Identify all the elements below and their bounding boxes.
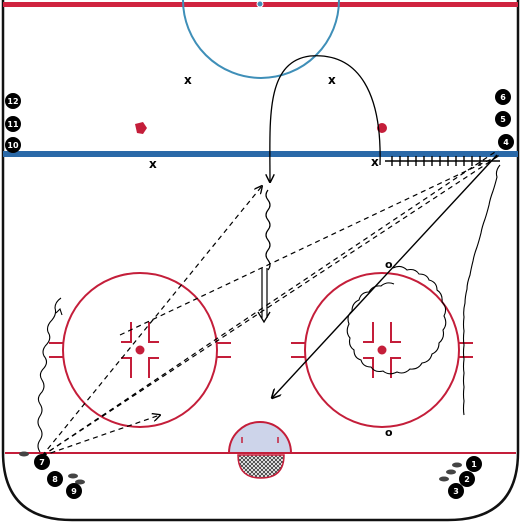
x-marker-4: x	[371, 155, 379, 169]
x-marker-2: x	[328, 73, 336, 87]
skate-path-loop	[270, 55, 381, 182]
skate-line-diagonal	[272, 154, 498, 398]
player-6: 6	[495, 89, 511, 105]
player-10-number: 10	[7, 141, 19, 150]
player-1-number: 1	[471, 460, 477, 469]
left-faceoff-circle	[49, 272, 231, 428]
stop-arrow	[257, 311, 271, 324]
puck-carry-right-boards	[462, 164, 501, 416]
player-7: 7	[34, 454, 50, 470]
player-1: 1	[466, 456, 482, 472]
player-8-number: 8	[52, 475, 58, 484]
blue-line	[3, 151, 518, 157]
neutral-faceoff-dot-left	[135, 122, 147, 134]
puck-carry-left-boards	[37, 297, 62, 453]
skate-around-right-circle	[346, 265, 447, 375]
player-4-number: 4	[503, 138, 509, 147]
player-8: 8	[47, 471, 63, 487]
player-3-number: 3	[453, 487, 459, 496]
player-2: 2	[459, 471, 475, 487]
player-11: 11	[5, 116, 21, 132]
player-11-number: 11	[7, 120, 19, 129]
left-boards-arrow	[55, 307, 63, 316]
left-faceoff-dot	[135, 345, 145, 355]
player-10: 10	[5, 137, 21, 153]
goal-net	[237, 454, 285, 479]
player-2-number: 2	[464, 475, 470, 484]
o-marker-bottom: o	[385, 426, 393, 439]
puck-pile-left	[19, 451, 85, 485]
goal-crease	[227, 421, 293, 454]
puck-carry-center	[265, 189, 271, 271]
player-6-number: 6	[500, 93, 506, 102]
player-12-number: 12	[7, 97, 18, 106]
pass-lines	[41, 149, 501, 457]
backward-skate-ticks	[385, 156, 500, 166]
right-faceoff-dot	[377, 345, 387, 355]
neutral-faceoff-dot-right	[377, 123, 387, 133]
right-faceoff-circle	[291, 272, 473, 428]
player-12: 12	[5, 93, 21, 109]
player-4: 4	[498, 134, 514, 150]
x-marker-1: x	[184, 73, 192, 87]
x-marker-3: x	[149, 157, 157, 171]
player-7-number: 7	[39, 458, 45, 467]
player-5: 5	[495, 111, 511, 127]
player-3: 3	[448, 483, 464, 499]
player-9: 9	[66, 483, 82, 499]
player-5-number: 5	[500, 115, 506, 124]
player-9-number: 9	[71, 487, 77, 496]
puck-pile-right	[439, 462, 462, 482]
o-marker-top: o	[385, 258, 393, 271]
center-faceoff-dot	[256, 0, 264, 8]
center-circle	[182, 0, 340, 79]
